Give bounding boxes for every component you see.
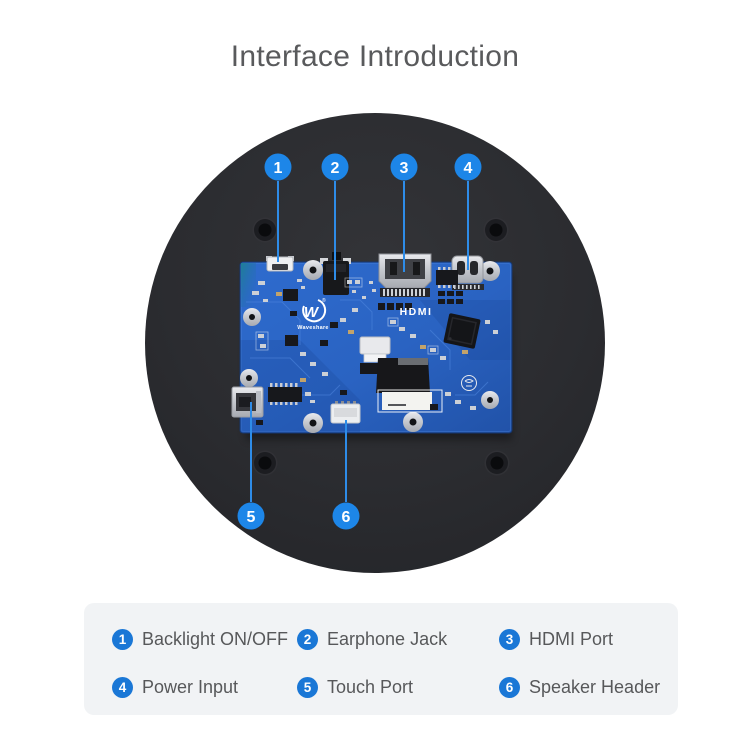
speaker-header <box>330 401 361 424</box>
silkscreen-stamp <box>461 375 477 391</box>
hdmi-driver-chip <box>443 313 481 349</box>
hdmi-silkscreen-text: HDMI <box>400 306 433 318</box>
svg-text:6: 6 <box>342 509 351 526</box>
small-ic-2 <box>285 335 298 346</box>
smd-components <box>252 277 498 425</box>
callout-5: 5 <box>237 502 265 530</box>
legend-badge-6: 6 <box>499 676 520 698</box>
svg-text:3: 3 <box>400 160 409 177</box>
legend-item-touch: 5 Touch Port <box>297 667 499 707</box>
disc-screw-holes <box>252 217 510 476</box>
registered-mark: ® <box>322 297 326 304</box>
legend-badge-4: 4 <box>112 676 133 698</box>
callout-6: 6 <box>332 502 360 530</box>
callout-4: 4 <box>454 153 482 181</box>
legend-badge-3: 3 <box>499 628 520 650</box>
legend-label-backlight: Backlight ON/OFF <box>142 628 289 649</box>
touch-ribbon-cable <box>376 358 443 413</box>
backlight-switch <box>266 256 294 272</box>
pcb-teal-corner <box>241 263 256 307</box>
legend-label-power: Power Input <box>142 676 239 697</box>
legend-badge-1: 1 <box>112 628 133 650</box>
waveshare-brand-text: Waveshare <box>297 325 329 331</box>
legend-label-earphone: Earphone Jack <box>327 628 448 649</box>
legend-item-earphone: 2 Earphone Jack <box>297 619 499 659</box>
micro-usb-touch-port <box>231 386 264 418</box>
legend-badge-2: 2 <box>297 628 318 650</box>
small-ic <box>283 289 298 301</box>
callout-2: 2 <box>321 153 349 181</box>
callout-3: 3 <box>390 153 418 181</box>
legend-panel: 1 Backlight ON/OFF 2 Earphone Jack 3 HDM… <box>84 603 678 715</box>
legend-item-power: 4 Power Input <box>112 667 297 707</box>
svg-text:4: 4 <box>464 160 473 177</box>
legend-label-hdmi: HDMI Port <box>529 628 614 649</box>
svg-text:1: 1 <box>274 160 283 177</box>
soic8-chip <box>436 267 458 288</box>
legend-item-backlight: 1 Backlight ON/OFF <box>112 619 297 659</box>
waveshare-logo-mark: W <box>304 304 320 321</box>
soic14-chip <box>268 383 302 405</box>
legend-badge-5: 5 <box>297 676 318 698</box>
legend-item-speaker: 6 Speaker Header <box>499 667 678 707</box>
callout-bubbles: 1 2 3 4 5 6 <box>237 153 482 530</box>
page-title: Interface Introduction <box>230 40 520 73</box>
waveshare-logo: W ® Waveshare <box>297 297 329 331</box>
legend-label-speaker: Speaker Header <box>529 676 661 697</box>
callout-1: 1 <box>264 153 292 181</box>
driver-board-pcb: HDMI W ® Waveshare <box>231 252 513 434</box>
svg-text:2: 2 <box>331 160 340 177</box>
legend-item-hdmi: 3 HDMI Port <box>499 619 678 659</box>
pcb-standoffs <box>240 260 500 433</box>
legend-label-touch: Touch Port <box>327 676 414 697</box>
svg-text:5: 5 <box>247 509 256 526</box>
callout-lines <box>250 181 469 502</box>
ffc-connector <box>359 336 391 374</box>
